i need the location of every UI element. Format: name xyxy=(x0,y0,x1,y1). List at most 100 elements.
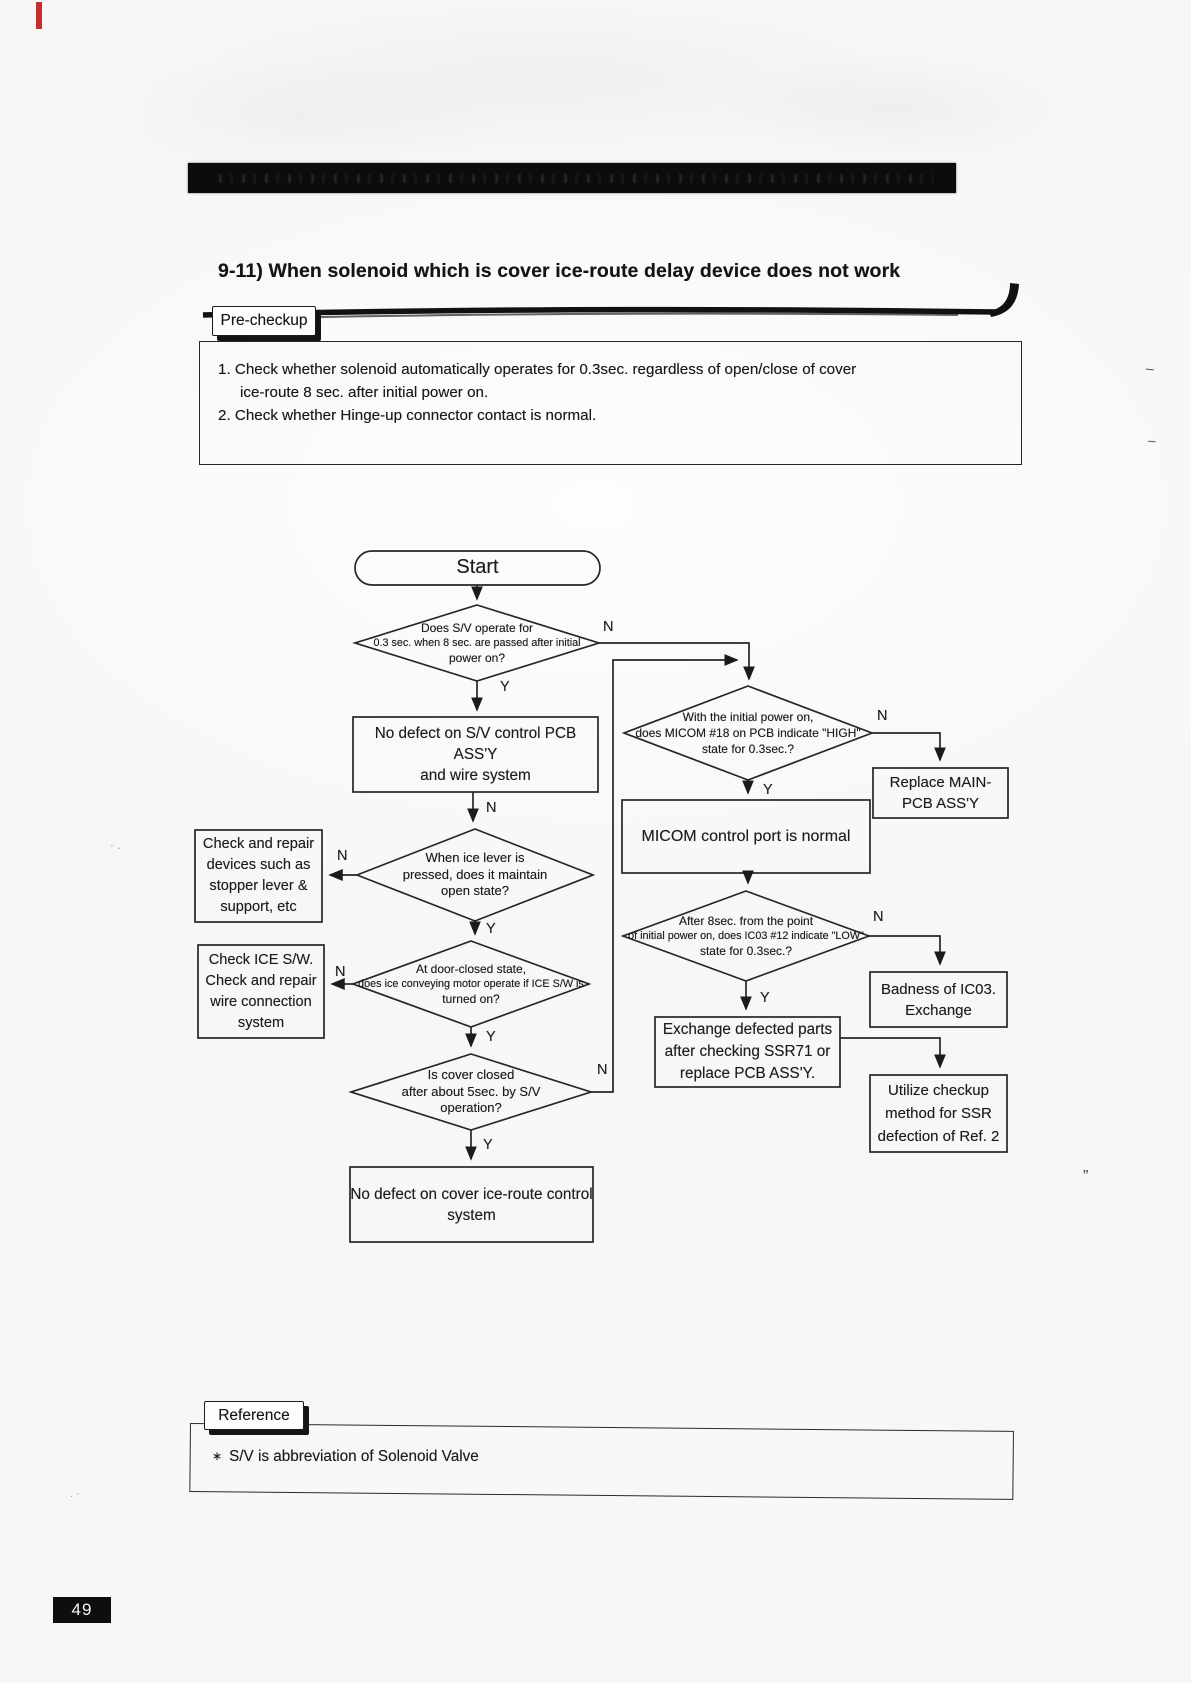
scan-artifact-dots: · . xyxy=(110,838,121,852)
box-line: Replace MAIN- xyxy=(889,774,992,791)
box-exchange-parts-label: Exchange defected parts after checking S… xyxy=(655,1017,840,1087)
branch-label-yes: Y xyxy=(486,921,496,937)
reference-bullet: ∗ xyxy=(212,1449,223,1464)
header-black-bar xyxy=(188,163,956,193)
branch-label-yes: Y xyxy=(486,1029,496,1045)
branch-label-no: N xyxy=(597,1062,608,1078)
box-line: replace PCB ASS'Y. xyxy=(679,1065,816,1082)
box-no-defect-cover-label: No defect on cover ice-route control sys… xyxy=(350,1167,593,1242)
branch-label-no: N xyxy=(603,619,614,635)
scan-artifact-dash: – xyxy=(1147,431,1157,449)
branch-label-no: N xyxy=(877,708,888,724)
box-line: Exchange xyxy=(905,1001,972,1019)
box-line: Check and repair xyxy=(202,836,315,852)
precheckup-item-1: 1. Check whether solenoid automatically … xyxy=(218,361,857,378)
box-no-defect-sv-label: No defect on S/V control PCB ASS'Y and w… xyxy=(353,717,598,792)
box-badness-ic03-label: Badness of IC03. Exchange xyxy=(870,972,1007,1027)
box-line: wire connection xyxy=(210,993,312,1010)
decision-line: With the initial power on, xyxy=(682,710,814,724)
box-line: after checking SSR71 or xyxy=(664,1043,831,1060)
scan-artifact-dots: . · xyxy=(70,1488,80,1500)
scan-artifact-dash: – xyxy=(1145,359,1155,377)
title-swoosh-hook xyxy=(989,283,1019,317)
box-exchange-parts-shape xyxy=(654,1016,841,1088)
box-line: stopper lever & xyxy=(209,878,308,894)
page-number-badge: 49 xyxy=(53,1597,111,1623)
box-check-stopper-shape xyxy=(194,829,323,923)
decision-line: after about 5sec. by S/V xyxy=(401,1083,541,1099)
box-micom-normal-label: MICOM control port is normal xyxy=(641,828,851,845)
decision-line: After 8sec. from the point xyxy=(678,913,814,928)
decision-line: pressed, does it maintain xyxy=(402,866,548,882)
branch-label-yes: Y xyxy=(483,1137,493,1153)
box-line: No defect on S/V control PCB ASS'Y xyxy=(374,725,577,763)
box-check-ice-sw-shape xyxy=(197,944,325,1039)
decision-ice-lever-label: When ice lever is pressed, does it maint… xyxy=(359,850,591,900)
box-line: Badness of IC03. xyxy=(880,980,997,998)
precheckup-tab-label: Pre-checkup xyxy=(220,312,308,330)
box-replace-main-shape xyxy=(872,767,1009,819)
scan-red-mark xyxy=(36,2,42,29)
branch-label-yes: Y xyxy=(763,782,773,798)
box-line: system xyxy=(447,1206,496,1224)
box-utilize-checkup-shape xyxy=(869,1074,1008,1153)
box-line: system xyxy=(237,1014,285,1031)
precheckup-item-2: 2. Check whether Hinge-up connector cont… xyxy=(218,407,597,424)
decision-line: does MICOM #18 on PCB indicate "HIGH" xyxy=(635,726,861,740)
title-underline-swoosh xyxy=(202,283,1019,320)
branch-label-no: N xyxy=(873,909,884,925)
box-line: devices such as xyxy=(206,857,311,873)
decision-ic03-low-label: After 8sec. from the point of initial po… xyxy=(625,905,867,967)
box-line: Utilize checkup xyxy=(888,1082,989,1099)
decision-conveying-motor-label: At door-closed state, does ice conveying… xyxy=(355,953,587,1015)
box-line: and wire system xyxy=(420,767,531,784)
scan-artifact-quote: ” xyxy=(1083,1168,1089,1185)
box-no-defect-cover-shape xyxy=(349,1166,594,1243)
box-line: Check ICE S/W. xyxy=(208,951,314,968)
branch-label-no: N xyxy=(335,964,346,980)
decision-line: When ice lever is xyxy=(425,850,525,866)
branch-label-no: N xyxy=(337,848,348,864)
decision-line: power on? xyxy=(448,650,506,665)
decision-line: Is cover closed xyxy=(427,1067,515,1083)
decision-line: open state? xyxy=(441,883,509,899)
box-no-defect-sv-shape xyxy=(352,716,599,793)
box-line: Exchange defected parts xyxy=(662,1021,833,1038)
decision-sv-operate-label: Does S/V operate for 0.3 sec. when 8 sec… xyxy=(357,612,597,674)
reference-note: ∗ S/V is abbreviation of Solenoid Valve xyxy=(212,1447,479,1466)
box-line: support, etc xyxy=(220,899,297,915)
decision-micom18-high-label: With the initial power on, does MICOM #1… xyxy=(626,701,870,765)
box-line: Check and repair xyxy=(205,972,317,989)
decision-line: does ice conveying motor operate if ICE … xyxy=(358,977,584,990)
decision-line: state for 0.3sec.? xyxy=(701,742,795,756)
section-title: 9-11) When solenoid which is cover ice-r… xyxy=(218,260,901,282)
box-utilize-checkup-label: Utilize checkup method for SSR defection… xyxy=(870,1075,1007,1152)
box-badness-ic03-shape xyxy=(869,971,1008,1028)
box-check-stopper-label: Check and repair devices such as stopper… xyxy=(195,830,322,922)
decision-line: At door-closed state, xyxy=(415,961,527,976)
precheckup-box xyxy=(199,341,1022,465)
box-check-ice-sw-label: Check ICE S/W. Check and repair wire con… xyxy=(198,945,324,1038)
decision-line: turned on? xyxy=(442,991,500,1006)
precheckup-tab: Pre-checkup xyxy=(212,306,316,336)
box-line: PCB ASS'Y xyxy=(901,795,980,812)
box-line: No defect on cover ice-route control xyxy=(350,1185,593,1203)
branch-label-no: N xyxy=(486,800,497,816)
box-line: method for SSR xyxy=(885,1105,992,1122)
branch-label-yes: Y xyxy=(760,990,770,1006)
reference-tab-label: Reference xyxy=(218,1406,290,1424)
reference-note-text: S/V is abbreviation of Solenoid Valve xyxy=(229,1448,479,1465)
decision-cover-closed-label: Is cover closed after about 5sec. by S/V… xyxy=(353,1067,589,1117)
start-node-label: Start xyxy=(456,555,499,578)
box-replace-main-label: Replace MAIN- PCB ASS'Y xyxy=(873,768,1008,818)
decision-line: 0.3 sec. when 8 sec. are passed after in… xyxy=(373,636,581,649)
precheckup-item-1-cont: ice-route 8 sec. after initial power on. xyxy=(240,384,489,401)
reference-tab: Reference xyxy=(204,1401,304,1430)
box-line: defection of Ref. 2 xyxy=(877,1128,1000,1145)
decision-line: state for 0.3sec.? xyxy=(699,943,793,958)
decision-line: of initial power on, does IC03 #12 indic… xyxy=(628,929,864,942)
header-bar-noise xyxy=(218,174,933,184)
flow-connectors xyxy=(328,585,946,1161)
decision-line: Does S/V operate for xyxy=(420,620,534,635)
